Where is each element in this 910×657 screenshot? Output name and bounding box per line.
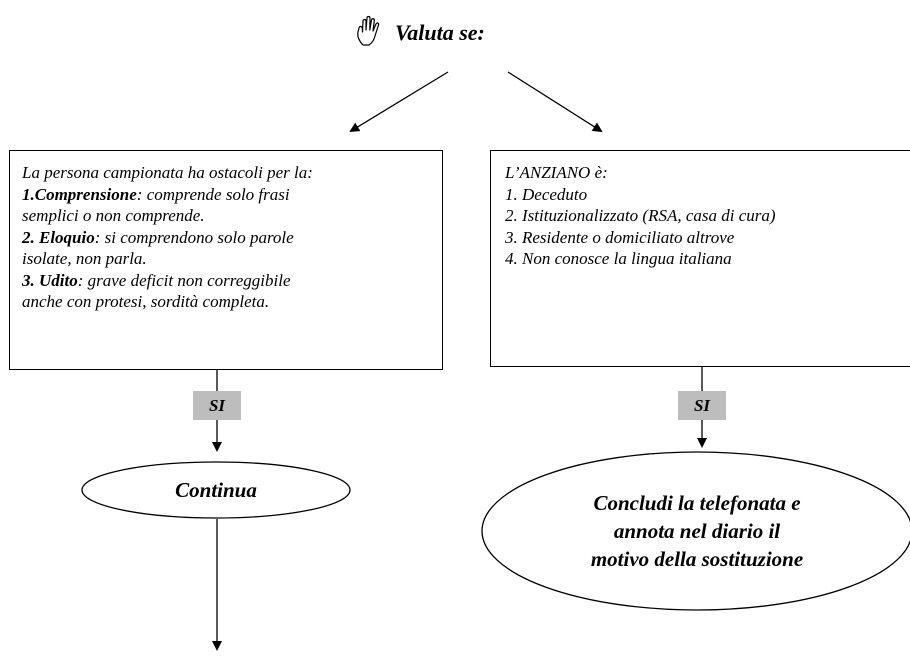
continua-oval bbox=[81, 461, 351, 519]
header-title: Valuta se: bbox=[395, 20, 485, 45]
left-item-3-num: 3. bbox=[22, 270, 39, 290]
right-box-intro: L’ANZIANO è: bbox=[505, 163, 608, 182]
left-item-2: 2. Eloquio: si comprendono solo parole bbox=[22, 227, 430, 249]
left-item-1-desc: : comprende solo frasi bbox=[136, 184, 290, 204]
header: Valuta se: bbox=[355, 15, 485, 48]
right-condition-box: L’ANZIANO è: 1. Deceduto 2. Istituzional… bbox=[490, 150, 910, 367]
left-item-3-term: Udito bbox=[39, 270, 78, 290]
left-item-3: 3. Udito: grave deficit non correggibile bbox=[22, 270, 430, 292]
left-item-1-cont: semplici o non comprende. bbox=[22, 206, 205, 225]
arrow-to-left-box bbox=[349, 71, 449, 133]
concludi-line-3: motivo della sostituzione bbox=[590, 547, 804, 571]
left-item-3-desc: : grave deficit non correggibile bbox=[77, 270, 291, 290]
right-item-1: 1. Deceduto bbox=[505, 184, 588, 204]
hand-icon bbox=[355, 15, 385, 52]
left-item-3-cont: anche con protesi, sordità completa. bbox=[22, 292, 270, 311]
left-item-2-cont: isolate, non parla. bbox=[22, 249, 147, 268]
left-item-2-desc: : si comprendono solo parole bbox=[94, 227, 294, 247]
left-si-label: SI bbox=[193, 391, 241, 420]
right-item-4: 4. Non conosce la lingua italiana bbox=[505, 249, 732, 268]
left-item-2-num: 2. bbox=[22, 227, 39, 247]
left-item-1-num: 1. bbox=[22, 184, 35, 204]
left-item-1-term: Comprensione bbox=[34, 184, 137, 204]
left-item-2-term: Eloquio bbox=[39, 227, 95, 247]
left-box-intro: La persona campionata ha ostacoli per la… bbox=[22, 163, 313, 182]
concludi-line-2: annota nel diario il bbox=[613, 519, 781, 543]
left-item-1: 1.Comprensione: comprende solo frasi bbox=[22, 184, 430, 206]
left-condition-box: La persona campionata ha ostacoli per la… bbox=[9, 150, 443, 370]
arrow-to-right-box bbox=[507, 71, 603, 133]
right-si-label: SI bbox=[678, 391, 726, 420]
continua-label: Continua bbox=[175, 477, 257, 502]
concludi-line-1: Concludi la telefonata e bbox=[593, 491, 801, 515]
concludi-label: Concludi la telefonata e annota nel diar… bbox=[482, 452, 910, 610]
concludi-oval bbox=[481, 451, 910, 611]
right-item-3: 3. Residente o domiciliato altrove bbox=[505, 227, 735, 247]
right-item-2: 2. Istituzionalizzato (RSA, casa di cura… bbox=[505, 206, 776, 225]
